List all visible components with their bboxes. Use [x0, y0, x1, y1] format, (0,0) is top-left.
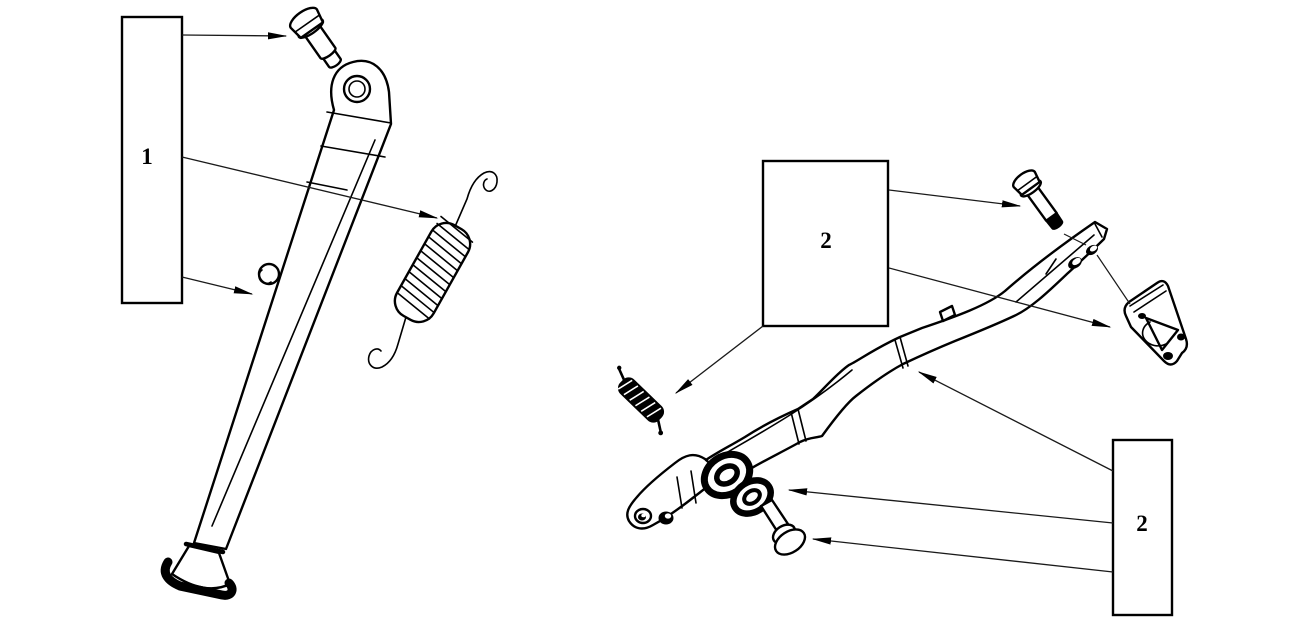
pedal-arm-holes — [1068, 244, 1098, 269]
side-stand — [160, 59, 393, 600]
pedal-pad-bracket — [1123, 279, 1189, 366]
side-stand-spring — [367, 170, 498, 369]
callout-box-2-top: 2 — [761, 159, 890, 328]
pedal-return-spring — [617, 365, 665, 436]
leader-2-to-return-spring — [674, 325, 764, 394]
flange-bolt — [759, 498, 807, 556]
leader-1-to-bolt — [181, 32, 288, 40]
leader-2b-to-arm — [917, 371, 1114, 472]
callout-box-2-bottom: 2 — [1111, 438, 1174, 617]
leader-lines — [181, 32, 1114, 573]
bolt-to-hole-line — [1063, 233, 1087, 246]
leader-1-to-stand — [181, 276, 254, 295]
side-stand-foot-pad — [160, 557, 237, 600]
leader-2b-to-flange-bolt — [811, 537, 1114, 573]
leader-2-to-bracket — [888, 267, 1112, 328]
pedal-arm-clevis — [626, 453, 724, 530]
side-stand-pivot-bolt — [288, 6, 342, 69]
leader-1-to-spring — [181, 156, 439, 219]
callout-label-2-bottom: 2 — [1136, 511, 1148, 536]
hole-to-bracket-line — [1096, 254, 1131, 305]
leader-2b-to-washer — [787, 488, 1114, 524]
callout-label-2-top: 2 — [820, 228, 832, 253]
side-stand-peg — [257, 262, 281, 286]
callout-box-1: 1 — [120, 15, 184, 305]
pedal-mount-bolt — [1012, 169, 1064, 230]
callout-label-1: 1 — [141, 144, 153, 169]
leader-2-to-bolt — [888, 189, 1022, 208]
